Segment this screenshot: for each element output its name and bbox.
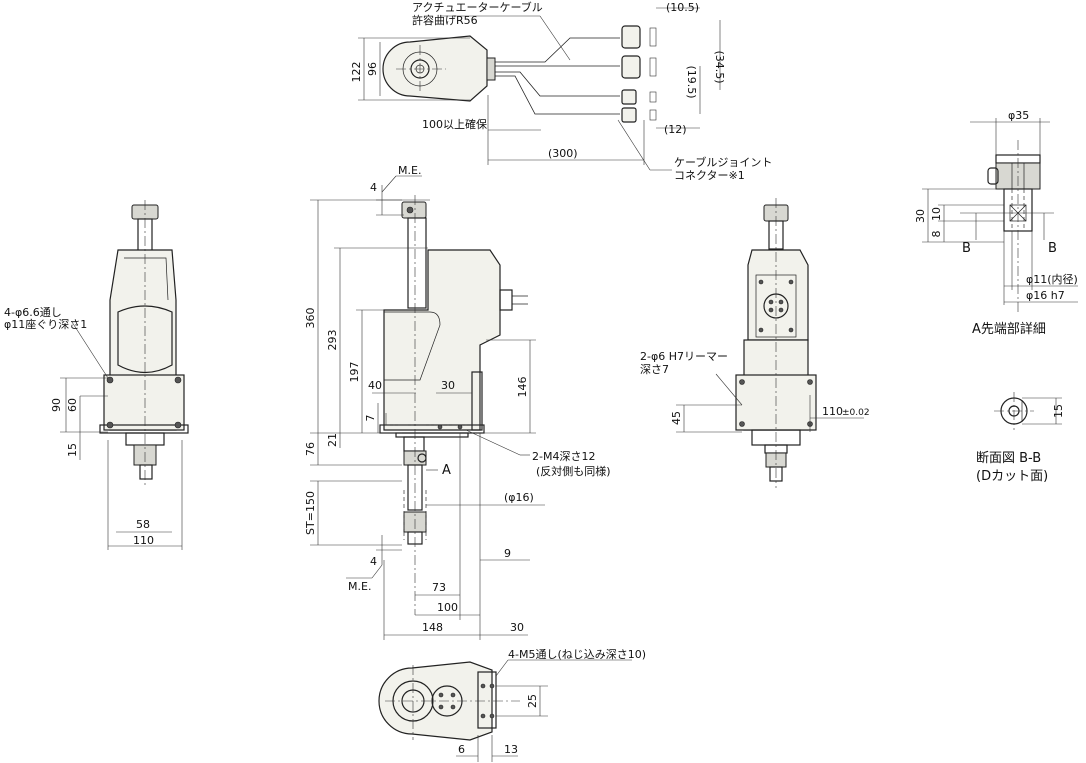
- dim-13: 13: [504, 743, 518, 756]
- tap-note-line1: 2-M4深さ12: [532, 450, 595, 463]
- dim-40: 40: [368, 379, 382, 392]
- left-view: 4-φ6.6通し φ11座ぐり深さ1 90 60 15 58 110: [4, 200, 189, 550]
- dim-15: 15: [66, 443, 79, 457]
- clearance-note: 100以上確保: [422, 117, 487, 131]
- dim-4-bottom: 4: [370, 555, 377, 568]
- detail-title: A先端部詳細: [972, 321, 1046, 337]
- dim-30: 30: [441, 379, 455, 392]
- dim-phi11: φ11(内径): [1026, 272, 1078, 286]
- bottom-view: 4-M5通し(ねじ込み深さ10) 25 6 13: [378, 648, 646, 762]
- tolerance-110: ±0.02: [842, 408, 870, 418]
- right-view: 2-φ6 H7リーマー 深さ7 45 110 ±0.02: [640, 198, 870, 488]
- detail-a: φ35 30 10 8 B B φ11(内径) φ16 h7 A先端部詳細 15…: [914, 109, 1078, 484]
- dim-19-5: (19.5): [685, 65, 698, 98]
- tap-note-line2: (反対側も同様): [536, 464, 611, 478]
- hole-note-line2: φ11座ぐり深さ1: [4, 317, 87, 331]
- dim-12: (12): [664, 123, 687, 136]
- dim-146: 146: [516, 377, 529, 398]
- dim-30-detail: 30: [914, 209, 927, 223]
- dim-25: 25: [526, 694, 539, 708]
- dim-300: (300): [548, 147, 578, 160]
- top-view: アクチュエーターケーブル 許容曲げR56 122 96 (10.5) (34.5…: [350, 0, 772, 182]
- dim-60: 60: [66, 398, 79, 412]
- dim-21: 21: [326, 433, 339, 447]
- section-mark-right: B: [1048, 241, 1057, 256]
- dim-73: 73: [432, 581, 446, 594]
- dim-4-top: 4: [370, 181, 377, 194]
- dim-90: 90: [50, 398, 63, 412]
- dim-110: 110: [133, 534, 154, 547]
- dim-7: 7: [364, 415, 377, 422]
- dim-34-5: (34.5): [713, 50, 726, 83]
- dim-100: 100: [437, 601, 458, 614]
- dim-stroke: ST=150: [304, 491, 317, 535]
- dim-phi35: φ35: [1008, 109, 1029, 122]
- me-top-label: M.E.: [398, 164, 421, 177]
- dim-8-detail: 8: [930, 231, 943, 238]
- dim-197: 197: [348, 362, 361, 383]
- thread-note: 4-M5通し(ねじ込み深さ10): [508, 648, 646, 661]
- front-view: M.E. 4 360 293 197 40 30 146 7 21 76 A 2…: [304, 164, 611, 640]
- dim-phi16h7: φ16 h7: [1026, 289, 1065, 302]
- pin-note-line1: 2-φ6 H7リーマー: [640, 350, 728, 363]
- dim-30-bottom: 30: [510, 621, 524, 634]
- dim-96: 96: [366, 62, 379, 76]
- dim-122: 122: [350, 62, 363, 83]
- dim-phi16: (φ16): [504, 491, 534, 504]
- pin-note-line2: 深さ7: [640, 363, 669, 376]
- section-dim-15: 15: [1052, 404, 1065, 418]
- dim-148: 148: [422, 621, 443, 634]
- hole-note-line1: 4-φ6.6通し: [4, 306, 62, 319]
- detail-a-label: A: [442, 463, 451, 478]
- section-title: 断面図 B-B: [976, 451, 1041, 466]
- dim-10-detail: 10: [930, 207, 943, 221]
- section-mark-left: B: [962, 241, 971, 256]
- section-subtitle: (Dカット面): [976, 469, 1048, 484]
- dim-9: 9: [504, 547, 511, 560]
- dim-58: 58: [136, 518, 150, 531]
- dim-360: 360: [304, 308, 317, 329]
- dim-76: 76: [304, 442, 317, 456]
- cable-note-line1: アクチュエーターケーブル: [412, 0, 543, 14]
- joint-note-line1: ケーブルジョイント: [674, 155, 772, 169]
- dim-10-5: (10.5): [666, 1, 699, 14]
- me-bottom-label: M.E.: [348, 580, 371, 593]
- joint-note-line2: コネクター※1: [674, 169, 745, 182]
- dim-293: 293: [326, 330, 339, 351]
- cable-note-line2: 許容曲げR56: [412, 13, 478, 27]
- dim-45: 45: [670, 411, 683, 425]
- dim-110-right: 110: [822, 405, 843, 418]
- dim-6: 6: [458, 743, 465, 756]
